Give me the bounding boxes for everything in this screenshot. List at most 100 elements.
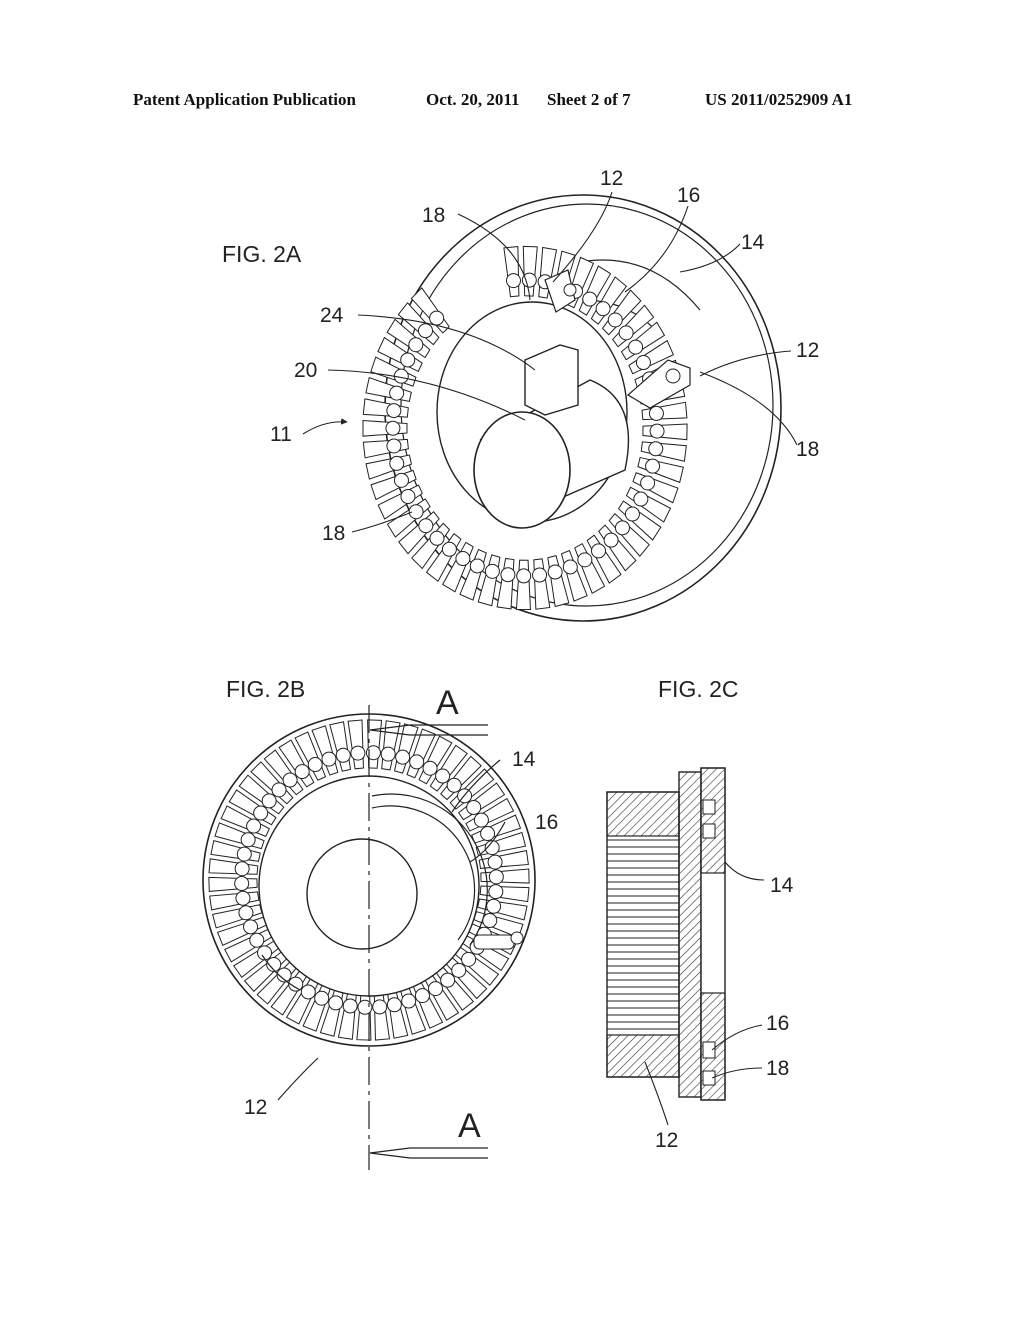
fig-2a-label-18-right: 18	[796, 438, 819, 461]
fig-2b-ball	[276, 967, 292, 983]
fig-2a-ball	[418, 518, 434, 534]
fig-2a-ball	[469, 558, 485, 574]
fig-2b-ball	[271, 782, 287, 798]
fig-2b-ball	[473, 812, 489, 828]
fig-2c-groove-16	[702, 1041, 716, 1059]
fig-2a-ball	[624, 506, 640, 522]
figure-2b: FIG. 2B A A 14 16	[202, 676, 558, 1170]
fig-2b-leader-16	[469, 821, 506, 863]
fig-2b-ball	[461, 951, 477, 967]
fig-2b-pawl	[473, 934, 515, 950]
fig-2b-segment	[208, 876, 258, 892]
fig-2b-ball	[480, 826, 496, 842]
fig-2c-title: FIG. 2C	[658, 676, 739, 702]
fig-2a-ball-right	[665, 368, 681, 384]
fig-2b-ball	[395, 749, 411, 765]
fig-2b-section-arrow-bottom	[369, 1147, 488, 1159]
fig-2c-groove-top	[702, 799, 716, 815]
fig-2a-ball	[521, 272, 537, 288]
fig-2a-leader-12-right	[699, 350, 792, 377]
header-number: US 2011/0252909 A1	[705, 90, 853, 109]
fig-2c-label-14: 14	[770, 874, 794, 897]
fig-2a-leader-24	[357, 314, 536, 371]
fig-2b-ball	[335, 747, 351, 763]
fig-2c-label-18: 18	[766, 1057, 789, 1080]
fig-2a-ball	[418, 323, 434, 339]
fig-2b-segment	[347, 719, 364, 770]
fig-2c-leader-18	[711, 1067, 763, 1079]
fig-2b-title: FIG. 2B	[226, 676, 305, 702]
fig-2a-ball	[633, 491, 649, 507]
fig-2b-ball	[236, 846, 252, 862]
fig-2a-ball	[614, 520, 630, 536]
fig-2a-leader-18-right	[699, 371, 798, 446]
fig-2b-section-arrow-top	[369, 724, 488, 736]
fig-2b-guide-groove-lower	[261, 954, 301, 991]
fig-2a-segment	[515, 559, 531, 611]
fig-2a-label-14: 14	[741, 231, 765, 254]
fig-2a-ball	[645, 458, 661, 474]
fig-2b-ball	[249, 932, 265, 948]
fig-2c-leader-16	[711, 1024, 763, 1051]
fig-2a-ball	[563, 283, 577, 297]
fig-2a-leader-18-top	[457, 213, 531, 301]
fig-2b-ball	[243, 919, 259, 935]
fig-2b-ball	[488, 869, 504, 885]
fig-2a-ball	[389, 385, 405, 401]
fig-2a-ball	[500, 567, 516, 583]
fig-2c-hatch-bottom	[606, 1034, 680, 1078]
fig-2b-ball	[253, 805, 269, 821]
fig-2a-pawl-block	[524, 344, 579, 416]
fig-2c-label-16: 16	[766, 1012, 789, 1035]
fig-2a-ball	[635, 355, 651, 371]
fig-2c-label-12: 12	[655, 1129, 678, 1152]
fig-2a-ball	[455, 551, 471, 567]
fig-2b-ball	[342, 998, 358, 1014]
fig-2a-label-16: 16	[677, 184, 700, 207]
fig-2b-guide-groove	[371, 793, 488, 946]
fig-2b-ball	[234, 876, 250, 892]
fig-2b-ball	[350, 745, 366, 761]
fig-2a-ball	[562, 559, 578, 575]
header-date: Oct. 20, 2011	[426, 90, 520, 109]
fig-2a-leader-12-top	[552, 191, 613, 283]
fig-2a-ball	[595, 301, 611, 317]
fig-2a-segment	[362, 438, 409, 459]
fig-2a-ball	[607, 312, 623, 328]
header-sheet: Sheet 2 of 7	[547, 90, 631, 109]
fig-2b-ball	[386, 997, 402, 1013]
fig-2b-ball	[435, 768, 451, 784]
fig-2b-segment	[373, 990, 391, 1041]
fig-2b-ball	[238, 905, 254, 921]
figure-2c: FIG. 2C 14 16	[606, 676, 794, 1152]
fig-2b-ball	[246, 818, 262, 834]
fig-2a-ball	[386, 403, 402, 419]
fig-2b-ball	[282, 772, 298, 788]
fig-2b-ball	[266, 956, 282, 972]
fig-2a-ball	[408, 337, 424, 353]
fig-2c-hatch-top	[606, 791, 680, 837]
fig-2a-arrow-11	[302, 418, 348, 435]
fig-2a-label-18-left: 18	[322, 522, 345, 545]
fig-2b-ball	[357, 999, 373, 1015]
fig-2b-label-14: 14	[512, 748, 536, 771]
fig-2b-ball	[484, 840, 500, 856]
fig-2a-ball	[386, 438, 402, 454]
fig-2a-ball	[648, 405, 664, 421]
fig-2a-segment	[496, 557, 515, 610]
figure-2a: FIG. 2A	[222, 167, 819, 622]
fig-2a-ball	[532, 567, 548, 583]
fig-2b-bore	[306, 838, 418, 950]
fig-2b-leader-14	[451, 759, 501, 813]
fig-2b-ball	[440, 972, 456, 988]
fig-2a-ball	[603, 532, 619, 548]
fig-2b-ball	[427, 981, 443, 997]
fig-2a-ball	[429, 530, 445, 546]
fig-2a-ball	[649, 423, 665, 439]
fig-2b-leader-12	[277, 1057, 319, 1101]
fig-2c-groove-18	[702, 1070, 716, 1086]
fig-2b-ball	[482, 913, 498, 929]
fig-2a-ball	[582, 291, 598, 307]
